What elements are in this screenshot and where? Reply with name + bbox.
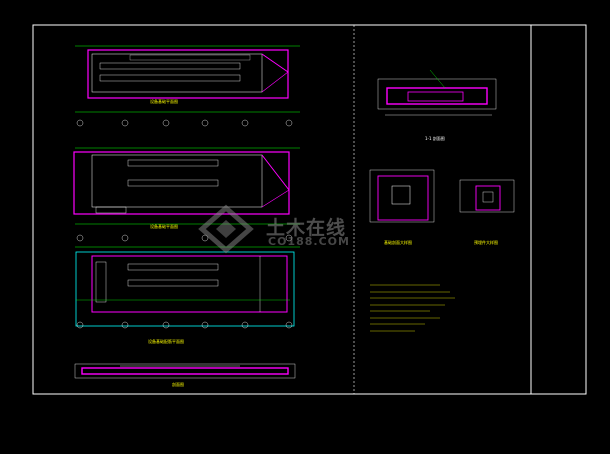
section-detail: 1-1 剖面图 <box>377 69 497 141</box>
svg-text:剖面图: 剖面图 <box>172 381 184 387</box>
elevation-section: 剖面图 <box>74 363 296 387</box>
watermark: 土木在线 CO188.COM <box>196 204 386 254</box>
svg-text:设备基础平面图: 设备基础平面图 <box>150 223 178 229</box>
plan-3: 设备基础配筋平面图 <box>75 246 300 344</box>
svg-text:设备基础配筋平面图: 设备基础配筋平面图 <box>148 338 184 344</box>
sheet-border <box>32 24 587 395</box>
svg-text:1-1 剖面图: 1-1 剖面图 <box>425 135 445 141</box>
plan-1: 设备基础平面图 <box>75 45 300 127</box>
detail-1: 基础剖面大样图 <box>369 169 435 245</box>
watermark-text: 土木在线 <box>266 217 347 239</box>
watermark-sub: CO188.COM <box>268 235 350 248</box>
svg-text:设备基础平面图: 设备基础平面图 <box>150 98 178 104</box>
svg-text:预埋件大样图: 预埋件大样图 <box>474 239 498 245</box>
svg-text:基础剖面大样图: 基础剖面大样图 <box>384 239 412 245</box>
plan-2: 设备基础平面图 <box>73 147 300 242</box>
notes <box>370 284 455 332</box>
diamond-logo-icon <box>198 204 254 254</box>
detail-2: 预埋件大样图 <box>459 179 515 245</box>
